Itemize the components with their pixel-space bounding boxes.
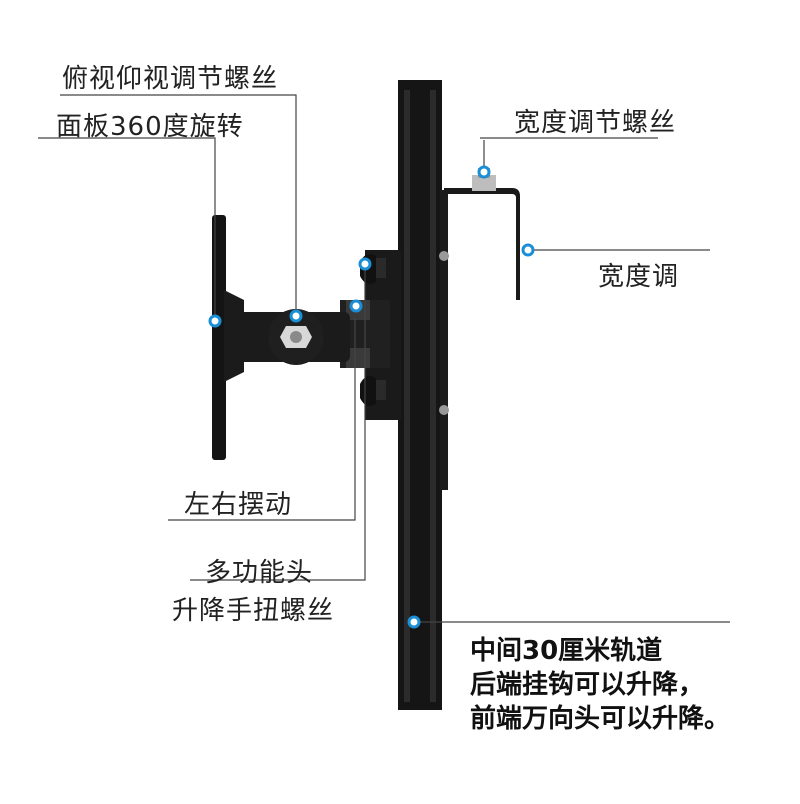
leader-lines (38, 94, 730, 623)
knob-bottom (360, 376, 386, 406)
label-panel-rotate: 面板360度旋转 (56, 112, 244, 142)
marker-panel-rotate (208, 314, 222, 328)
rail (398, 80, 442, 710)
label-rail-3: 前端万向头可以升降。 (470, 704, 731, 734)
marker-multi-head (358, 257, 372, 271)
marker-width-screw (477, 165, 491, 179)
label-swing: 左右摆动 (184, 490, 293, 520)
label-multi-head-1: 多功能头 (205, 558, 314, 588)
label-tilt-screw: 俯视仰视调节螺丝 (62, 64, 279, 94)
marker-tilt-screw (289, 309, 303, 323)
label-rail-2: 后端挂钩可以升降， (470, 670, 705, 700)
hook-bracket (439, 168, 520, 490)
marker-width-adjust (521, 243, 535, 257)
label-rail-1: 中间30厘米轨道 (470, 636, 663, 666)
swivel-arm (238, 309, 350, 365)
label-width-screw: 宽度调节螺丝 (514, 108, 677, 138)
marker-swing (349, 299, 363, 313)
label-width-adjust: 宽度调 (598, 262, 680, 292)
marker-rail (407, 615, 421, 629)
panel-plate (212, 215, 244, 460)
label-multi-head-2: 升降手扭螺丝 (172, 596, 335, 626)
